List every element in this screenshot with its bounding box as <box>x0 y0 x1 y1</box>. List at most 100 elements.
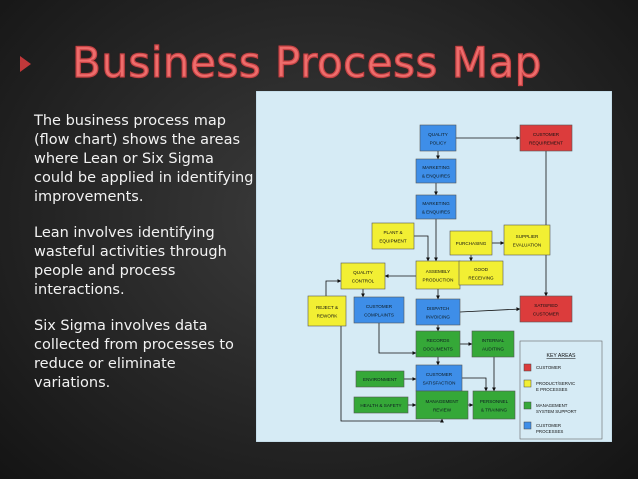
legend-swatch-customer <box>523 363 532 372</box>
node-supplier-evaluation: SUPPLIER EVALUATION <box>503 224 551 256</box>
node-plant-equipment: PLANT & EQUIPMENT <box>371 222 415 250</box>
node-box <box>503 224 551 256</box>
node-customer-complaints: CUSTOMER COMPLAINTS <box>353 296 405 324</box>
node-label: QUALITY <box>353 270 373 275</box>
node-environment: ENVIRONMENT <box>355 370 405 388</box>
node-label: ENVIRONMENT <box>363 377 397 382</box>
paragraph-six-sigma: Six Sigma involves data collected from p… <box>34 318 234 391</box>
node-label: QUALITY <box>428 132 448 137</box>
nodes: QUALITY POLICY CUSTOMER REQUIREMENT MARKETIN… <box>307 124 573 420</box>
node-label: POLICY <box>430 140 447 145</box>
node-reject-rework: REJECT & REWORK <box>307 295 347 327</box>
node-management-review: MANAGEMENT REVIEW <box>415 390 469 420</box>
node-label: COMPLAINTS <box>364 312 394 317</box>
node-label: PERSONNEL <box>480 399 509 404</box>
node-assembly-production: ASSEMBLY PRODUCTION <box>415 260 461 290</box>
node-box <box>449 230 493 256</box>
node-personnel-training: PERSONNEL & TRAINING <box>472 390 516 420</box>
connector-arrow <box>462 377 488 392</box>
node-label: PLANT & <box>383 230 402 235</box>
legend-label: SYSTEM SUPPORT <box>536 409 577 414</box>
node-label: MARKETING <box>422 201 450 206</box>
node-box <box>419 124 457 152</box>
legend-box <box>519 340 603 440</box>
node-label: HEALTH & SAFETY <box>360 403 401 408</box>
node-box <box>471 330 515 358</box>
node-box <box>415 330 461 358</box>
node-label: MANAGEMENT <box>426 399 459 404</box>
node-label: REWORK <box>317 313 339 318</box>
paragraph-lean: Lean involves identifying wasteful activ… <box>34 225 227 298</box>
node-label: & ENQUIRES <box>422 173 450 178</box>
node-label: SUPPLIER <box>516 234 539 239</box>
node-box <box>355 370 405 388</box>
node-box <box>415 158 457 184</box>
node-label: CUSTOMER <box>426 372 453 377</box>
legend-label: MANAGEMENT <box>536 403 568 408</box>
node-label: CONTROL <box>352 278 375 283</box>
legend-label: CUSTOMER <box>536 365 561 370</box>
node-customer-requirement: CUSTOMER REQUIREMENT <box>519 124 573 152</box>
node-label: & ENQUIRES <box>422 209 450 214</box>
node-quality-policy: QUALITY POLICY <box>419 124 457 152</box>
node-box <box>415 298 461 326</box>
node-label: GOOD <box>474 267 489 272</box>
node-label: DOCUMENTS <box>423 346 453 351</box>
node-label: CUSTOMER <box>533 311 560 316</box>
node-marketing-enquiries-1: MARKETING & ENQUIRES <box>415 158 457 184</box>
legend-label: E PROCESSES <box>536 387 568 392</box>
node-label: AUDITING <box>482 346 504 351</box>
node-box <box>472 390 516 420</box>
node-label: EVALUATION <box>513 242 541 247</box>
node-label: REQUIREMENT <box>529 140 563 145</box>
node-label: REJECT & <box>316 305 338 310</box>
legend-label: PRODUCT/SERVIC <box>536 381 575 386</box>
node-label: CUSTOMER <box>366 304 393 309</box>
paragraph-intro: The business process map (flow chart) sh… <box>34 113 254 205</box>
node-box <box>458 260 504 286</box>
node-box <box>353 296 405 324</box>
node-label: ASSEMBLY <box>426 269 450 274</box>
legend-label: PROCESSES <box>536 429 563 434</box>
node-internal-auditing: INTERNAL AUDITING <box>471 330 515 358</box>
node-box <box>371 222 415 250</box>
connector-arrow <box>378 323 417 355</box>
connectors <box>325 136 548 423</box>
node-marketing-enquiries-2: MARKETING & ENQUIRES <box>415 194 457 220</box>
node-records-documents: RECORDS DOCUMENTS <box>415 330 461 358</box>
node-box <box>415 390 469 420</box>
node-label: MARKETING <box>422 165 450 170</box>
node-label: CUSTOMER <box>533 132 560 137</box>
node-label: RECORDS <box>427 338 450 343</box>
node-purchasing: PURCHASING <box>449 230 493 256</box>
node-label: PRODUCTION <box>423 277 454 282</box>
node-box <box>307 295 347 327</box>
node-label: & TRAINING <box>481 407 508 412</box>
legend-swatch-product_service <box>523 379 532 388</box>
legend-title: KEY AREAS <box>546 353 576 359</box>
body-text: The business process map (flow chart) sh… <box>34 112 254 410</box>
node-label: REVIEW <box>433 407 452 412</box>
legend-swatch-management <box>523 401 532 410</box>
node-box <box>415 260 461 290</box>
connector-arrow <box>459 307 521 313</box>
node-label: EQUIPMENT <box>379 238 407 243</box>
node-label: DISPATCH <box>427 306 450 311</box>
connector-arrow <box>414 235 430 262</box>
node-box <box>340 262 386 290</box>
process-map-diagram: QUALITY POLICY CUSTOMER REQUIREMENT MARKETIN… <box>256 91 612 442</box>
node-good-receiving: GOOD RECEIVING <box>458 260 504 286</box>
node-box <box>519 295 573 323</box>
node-label: RECEIVING <box>468 275 494 280</box>
page-title: Business Process Map <box>71 37 542 87</box>
node-box <box>415 194 457 220</box>
legend-label: CUSTOMER <box>536 423 561 428</box>
node-label: INTERNAL <box>482 338 505 343</box>
chevron-right-icon <box>20 56 31 72</box>
node-label: SATISFIED <box>534 303 558 308</box>
legend-swatch-customer_process <box>523 421 532 430</box>
node-box <box>415 364 463 392</box>
